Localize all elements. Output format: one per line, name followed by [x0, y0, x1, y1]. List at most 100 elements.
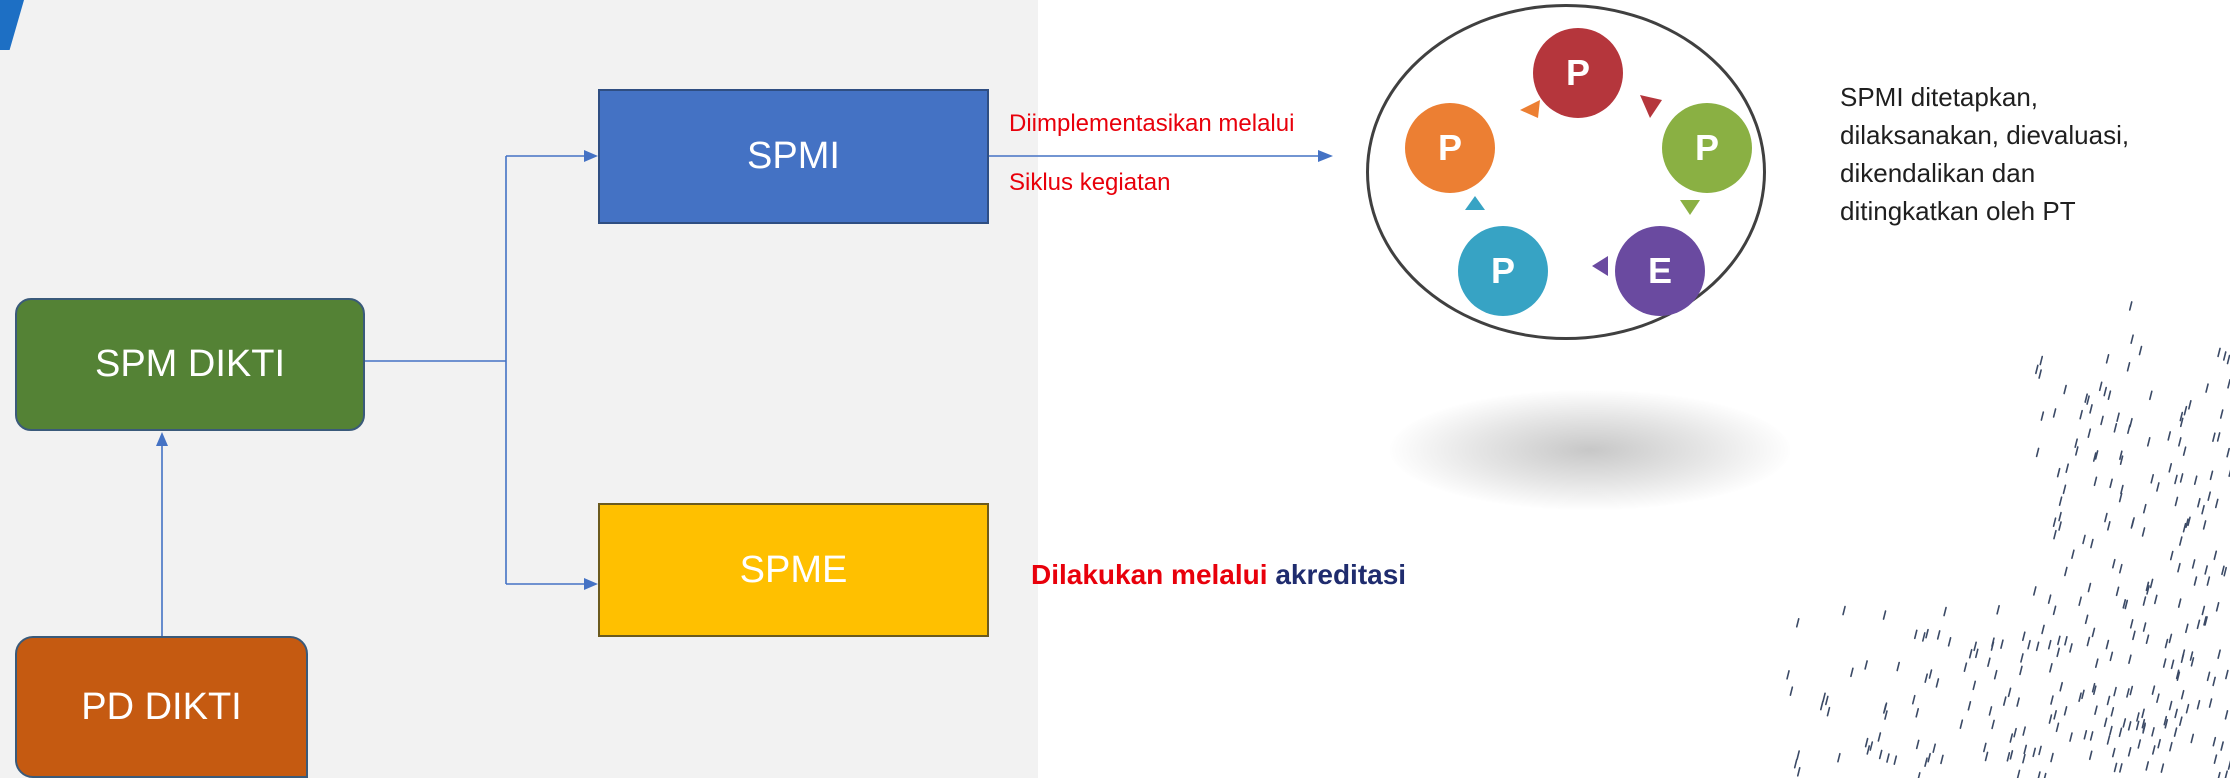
decorative-dash [2130, 302, 2132, 310]
decorative-dash [1843, 607, 1845, 615]
arrow-top-right-icon [1640, 95, 1662, 118]
decorative-dash [2110, 479, 2112, 487]
decorative-dash [2054, 531, 2056, 539]
cycle-node-top: P [1533, 28, 1623, 118]
decorative-dash [2127, 689, 2129, 697]
decorative-dash [1787, 671, 1789, 679]
decorative-dash [2184, 524, 2186, 532]
decorative-dash [2194, 577, 2196, 585]
decorative-dash [2218, 773, 2220, 778]
decorative-dash [2017, 698, 2019, 706]
decorative-dash [1989, 707, 1991, 715]
decorative-dash [1827, 708, 1829, 716]
decorative-dash [2229, 468, 2230, 476]
decorative-dash [2129, 655, 2131, 663]
decorative-dash [1795, 760, 1797, 768]
decorative-dash [2146, 635, 2148, 643]
decorative-dash [1894, 756, 1896, 764]
decorative-dash [2110, 727, 2112, 735]
decorative-dash [2222, 566, 2224, 574]
decorative-dash [2187, 705, 2189, 713]
decorative-dash [2038, 772, 2040, 778]
decorative-dash [2004, 697, 2006, 705]
decorative-dash [2091, 732, 2093, 740]
decorative-dash [2197, 620, 2199, 628]
decorative-dash [2072, 550, 2074, 558]
decorative-dash [2091, 540, 2093, 548]
decorative-dash [1988, 658, 1990, 666]
decorative-dash [2184, 407, 2186, 415]
decorative-dash [2128, 363, 2130, 371]
decorative-dash [2221, 410, 2223, 418]
decorative-dash [1997, 606, 1999, 614]
decorative-dash [2058, 469, 2060, 477]
decorative-dash [2157, 694, 2159, 702]
decorative-dash [2121, 486, 2123, 494]
decorative-dash [2179, 599, 2181, 607]
decorative-dash [1960, 720, 1962, 728]
decorative-dash [2190, 652, 2192, 660]
decorative-dash [1851, 668, 1853, 676]
decorative-dash [1926, 630, 1928, 638]
decorative-dash [2182, 650, 2184, 658]
decorative-dash [2110, 652, 2112, 660]
decorative-dash [2175, 728, 2177, 736]
decorative-dash [2041, 412, 2043, 420]
decorative-dash [2057, 648, 2059, 656]
decorative-dash [2195, 476, 2197, 484]
decorative-dash [2130, 419, 2132, 427]
decorative-dash [1838, 754, 1840, 762]
decorative-dash [2144, 505, 2146, 513]
decorative-dash [2171, 552, 2173, 560]
decorative-dash [2137, 721, 2139, 729]
decorative-dash [2036, 365, 2038, 373]
decorative-dash [2146, 762, 2148, 770]
decorative-dash [2150, 391, 2152, 399]
decorative-dash [2228, 356, 2230, 364]
decorative-dash [2107, 355, 2109, 363]
decorative-dash [2024, 745, 2026, 753]
arrow-right-down-icon [1680, 200, 1700, 215]
decorative-dash [2028, 641, 2030, 649]
decorative-dash [2216, 499, 2218, 507]
decorative-dash [2169, 464, 2171, 472]
decorative-dash [2138, 740, 2140, 748]
decorative-dash [2131, 520, 2133, 528]
decorative-dash [2131, 620, 2133, 628]
arrow-bottom-left-icon [1592, 256, 1608, 276]
decorative-dash [2058, 636, 2060, 644]
decorative-dash [2142, 709, 2144, 717]
decorative-dash [2082, 690, 2084, 698]
decorative-dash [2218, 650, 2220, 658]
decorative-dash [2213, 738, 2215, 746]
decorative-dash [2206, 384, 2208, 392]
decorative-dash-pattern [1780, 300, 2230, 778]
cycle-node-bottom-left: P [1458, 226, 1548, 316]
decorative-dash [2151, 475, 2153, 483]
decorative-dash [2137, 713, 2139, 721]
decorative-dash [2010, 734, 2012, 742]
decorative-dash [2208, 672, 2210, 680]
decorative-dash [1913, 696, 1915, 704]
decorative-dash [2202, 506, 2204, 514]
decorative-dash [2164, 659, 2166, 667]
decorative-dash [2087, 638, 2089, 646]
decorative-dash [2117, 413, 2119, 421]
decorative-dash [2213, 677, 2215, 685]
decorative-dash [1897, 663, 1899, 671]
decorative-dash [2226, 671, 2228, 679]
decorative-dash [2213, 433, 2215, 441]
decorative-dash [1938, 631, 1940, 639]
decorative-dash [2189, 401, 2191, 409]
decorative-dash [2033, 748, 2035, 756]
decorative-dash [2050, 664, 2052, 672]
decorative-dash [1821, 702, 1823, 710]
decorative-dash [2221, 742, 2223, 750]
decorative-dash [2079, 597, 2081, 605]
decorative-dash [1936, 679, 1938, 687]
decorative-dash [2049, 595, 2051, 603]
decorative-dash [2115, 763, 2117, 771]
decorative-dash [2224, 352, 2226, 360]
decorative-dash [2014, 729, 2016, 737]
decorative-dash [2114, 424, 2116, 432]
